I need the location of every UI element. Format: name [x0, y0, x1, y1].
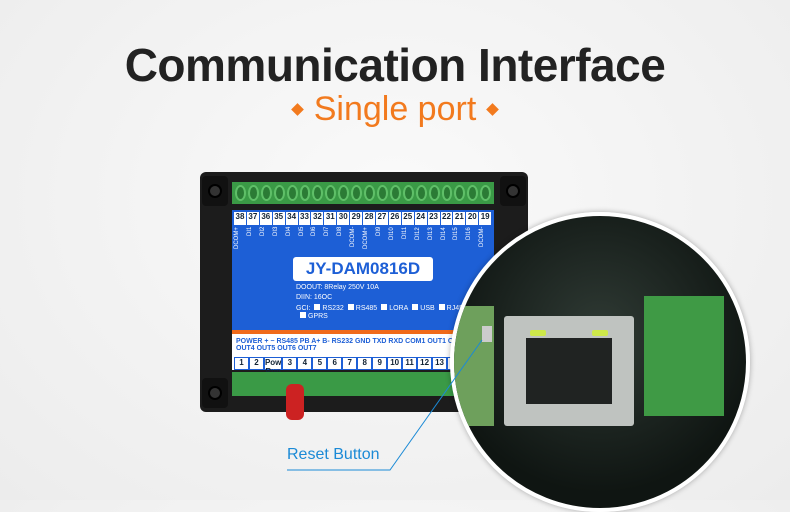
- terminal-number: 23: [428, 212, 441, 225]
- terminal-screw: [415, 185, 427, 201]
- terminal-number: 21: [453, 212, 467, 225]
- terminal-number: 25: [402, 212, 415, 225]
- gci-option: RS485: [355, 305, 378, 312]
- led-icon: [592, 330, 608, 336]
- terminal-screw: [364, 185, 375, 201]
- checkbox-icon: [300, 312, 306, 318]
- terminal-number: 4: [297, 357, 313, 370]
- terminal-number: 33: [299, 212, 312, 225]
- terminal-closeup: [644, 296, 724, 416]
- terminal-screw: [286, 185, 298, 201]
- terminal-screw: [376, 185, 388, 201]
- terminal-number: 38: [234, 212, 247, 225]
- subtitle: Single port: [0, 90, 790, 129]
- terminal-screw: [454, 185, 466, 201]
- led-icon: [530, 330, 546, 336]
- terminal-number: 34: [286, 212, 299, 225]
- terminal-screw: [325, 185, 337, 201]
- mount-ear: [500, 176, 526, 206]
- top-terminal-block: [232, 182, 494, 204]
- terminal-number: 8: [357, 357, 373, 370]
- terminal-screw: [299, 185, 311, 201]
- rj45-port: [504, 316, 634, 426]
- terminal-number: 12: [417, 357, 433, 370]
- terminal-number: 7: [342, 357, 358, 370]
- gci-option: USB: [420, 305, 435, 312]
- checkbox-icon: [381, 304, 388, 310]
- terminal-screw: [441, 185, 453, 201]
- terminal-number: 30: [337, 212, 351, 225]
- terminal-screw: [389, 185, 401, 201]
- gci-option: GPRS: [308, 313, 328, 320]
- terminal-number: 19: [479, 212, 493, 225]
- terminal-number: 26: [389, 212, 402, 225]
- reset-button[interactable]: [482, 326, 492, 342]
- terminal-number: 35: [273, 212, 286, 225]
- terminal-number: 5: [312, 357, 328, 370]
- terminal-screw: [235, 185, 246, 201]
- terminal-screw: [338, 185, 350, 201]
- terminal-number: 24: [415, 212, 428, 225]
- terminal-number: 37: [247, 212, 260, 225]
- terminal-number: 1: [234, 357, 249, 370]
- checkbox-icon: [412, 304, 419, 310]
- model-label: JY-DAM0816D: [293, 257, 433, 281]
- terminal-screw: [467, 185, 479, 201]
- terminal-number: 13: [432, 357, 448, 370]
- bottom-header: POWER + − RS485 PB A+ B- RS232 GND TXD R…: [236, 338, 488, 352]
- terminal-screw: [480, 185, 492, 201]
- terminal-screw: [312, 185, 324, 201]
- terminal-number: 36: [260, 212, 273, 225]
- checkbox-icon: [438, 304, 445, 310]
- doout-spec: DOOUT: 8Relay 250V 10A: [296, 284, 379, 291]
- reset-button-label: Reset Button: [287, 446, 380, 463]
- terminal-number: 20: [466, 212, 480, 225]
- terminal-number: 28: [363, 212, 376, 225]
- terminal-number: Pow Run: [263, 357, 283, 376]
- terminal-screw: [273, 185, 285, 201]
- terminal-screw: [428, 185, 440, 201]
- antenna: [286, 384, 304, 420]
- checkbox-icon: [347, 304, 354, 310]
- subtitle-text: Single port: [313, 90, 477, 128]
- terminal-number: 6: [327, 357, 343, 370]
- diin-spec: DIIN: 16OC: [296, 294, 333, 301]
- gci-option: RS232: [322, 305, 344, 312]
- gci-option: LORA: [389, 305, 409, 312]
- terminal-screw: [247, 185, 259, 201]
- mount-ear: [202, 378, 228, 408]
- terminal-number: 29: [350, 212, 364, 225]
- terminal-number: 10: [387, 357, 403, 370]
- terminal-number: 32: [311, 212, 325, 225]
- terminal-number: 31: [324, 212, 338, 225]
- terminal-screw: [260, 185, 272, 201]
- terminal-number: 2: [248, 357, 264, 370]
- terminal-screw: [402, 185, 414, 201]
- checkbox-icon: [314, 304, 321, 310]
- magnified-rj45-view: [450, 212, 750, 512]
- mount-ear: [202, 176, 228, 206]
- terminal-screw: [351, 185, 363, 201]
- terminal-number: 27: [376, 212, 389, 225]
- callout-line: [287, 339, 483, 471]
- terminal-number: 11: [402, 357, 418, 370]
- terminal-number: 3: [282, 357, 298, 370]
- terminal-number: 22: [441, 212, 454, 225]
- page-title: Communication Interface: [124, 39, 666, 91]
- terminal-number: 9: [372, 357, 388, 370]
